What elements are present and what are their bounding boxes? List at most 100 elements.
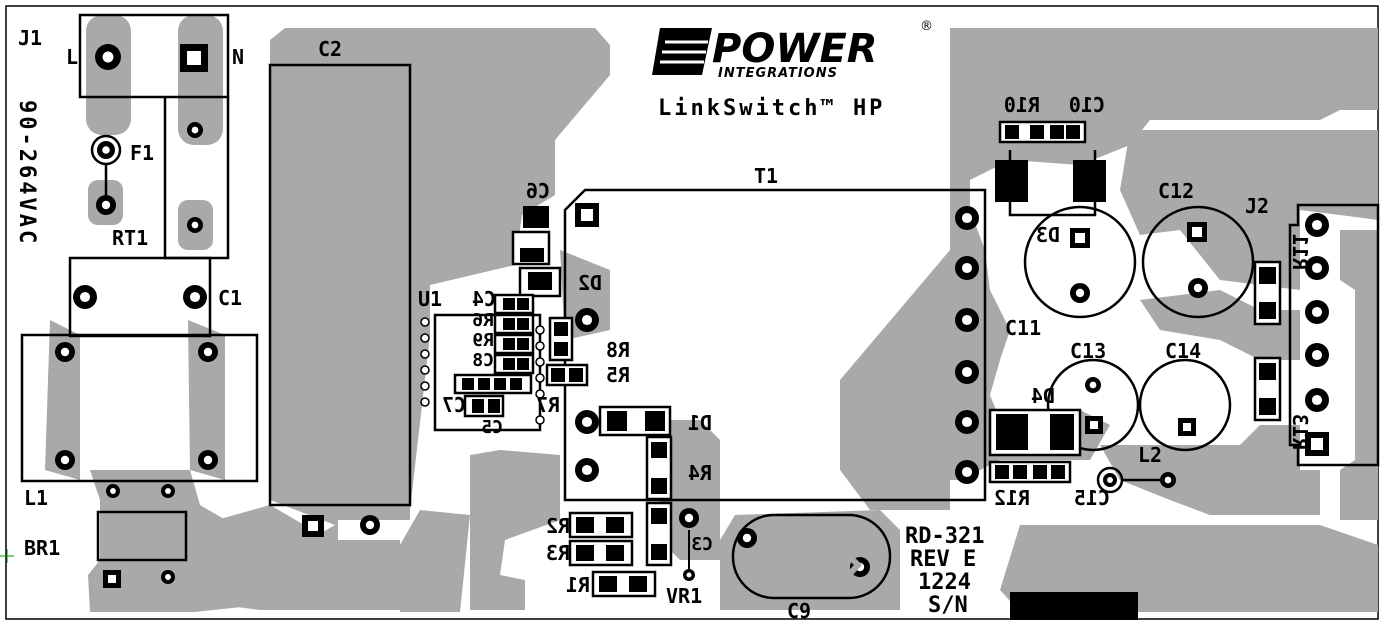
th-pad-hole [1311,349,1323,361]
th-pads [103,44,1329,588]
th-pad [420,317,430,327]
ref-c9: C9 [787,599,811,623]
th-pad-hole [686,572,692,578]
c9-outline [731,513,892,600]
ref-r4: R4 [688,461,712,485]
th-pad-hole [1089,381,1097,389]
th-pad-hole [961,366,973,378]
th-pad-hole [79,291,91,303]
ref-c4: C4 [472,287,496,311]
t1-outline [563,188,987,502]
ref-j2: J2 [1245,194,1269,218]
th-pad-hole [1107,477,1113,483]
th-pad-hole [365,520,375,530]
th-pad-hole [961,466,973,478]
ref-c15: C15 [1074,486,1110,510]
th-pad-hole [961,416,973,428]
ref-n: N [232,45,244,69]
ref-l1: L1 [24,486,48,510]
th-pad-hole [684,513,694,523]
th-pad-hole [1311,219,1323,231]
power-integrations-logo: POWER INTEGRATIONS ® [652,19,933,81]
rd-line-1: RD-321 [905,524,984,549]
c14-outline [1138,358,1232,452]
ref-c13: C13 [1070,339,1106,363]
ref-vr1: VR1 [666,584,702,608]
br1-outline [96,510,188,562]
th-pad-hole [1311,262,1323,274]
ref-r11: R11 [1288,234,1312,270]
ref-d3: D3 [1036,223,1060,247]
rd-line-4: S/N [928,593,968,618]
th-pad [535,357,545,367]
th-pad [420,349,430,359]
rd-line-3: 1224 [918,570,971,595]
ref-c6: C6 [526,179,550,203]
ref-c12: C12 [1158,179,1194,203]
th-pad-hole [581,314,593,326]
c12-outline [1141,205,1255,319]
th-pad [420,333,430,343]
ref-c2: C2 [318,37,342,61]
th-pad-hole [101,200,111,210]
l1-outline [20,333,259,483]
th-pad [420,365,430,375]
c2-outline [268,63,412,507]
ref-f1: F1 [130,141,154,165]
th-pad-hole [1164,476,1172,484]
text-labels: LinkSwitch™ HP 90-264VAC RD-321 REV E 12… [14,26,1312,623]
ref-r6: R6 [472,310,494,331]
th-pad-hole [203,347,213,357]
logo-registered: ® [920,19,933,34]
th-pad-hole [165,488,171,494]
logo-power: POWER [712,26,878,72]
th-pad [535,325,545,335]
th-pad-hole [1075,288,1085,298]
c11-outline [1023,205,1137,319]
j1-outline [78,13,230,99]
ref-r1: R1 [566,573,590,597]
th-pad-hole [60,347,70,357]
ref-j1: J1 [18,26,42,50]
th-pad-hole [60,455,70,465]
serial-number-box [1010,592,1138,620]
ref-c1: C1 [218,286,242,310]
ref-c14: C14 [1165,339,1201,363]
ref-r2: R2 [546,514,570,538]
th-pad [535,389,545,399]
ref-c8: C8 [472,350,494,371]
th-pad-hole [1311,394,1323,406]
logo-integrations: INTEGRATIONS [718,66,838,81]
th-pad-hole [581,416,593,428]
c13-outline [1046,358,1140,452]
th-pad-hole [191,221,199,229]
ref-r12: R12 [994,486,1030,510]
j2-outline [1288,203,1380,467]
th-pad-hole [189,291,201,303]
ref-r7: R7 [536,393,560,417]
th-pad [535,415,545,425]
ref-r3: R3 [546,541,570,565]
ref-c3: C3 [691,534,713,555]
u1-outline [433,313,542,432]
ref-r13: R13 [1288,414,1312,450]
ref-d1: D1 [688,411,712,435]
rd-line-2: REV E [910,547,976,572]
th-pad-hole [102,146,110,154]
th-pad-hole [191,126,199,134]
ref-d2: D2 [578,271,602,295]
th-pad-hole [1193,283,1203,293]
th-pad [535,373,545,383]
ref-r10: R10 [1004,93,1040,117]
th-pad [535,341,545,351]
ref-d4: D4 [1031,384,1055,408]
round-pads [55,44,1329,584]
th-pad [420,381,430,391]
ref-l2: L2 [1138,443,1162,467]
th-pad-hole [742,533,752,543]
ref-c11: C11 [1005,316,1041,340]
ref-l: L [66,45,78,69]
th-pad-hole [961,262,973,274]
ref-rt1: RT1 [112,226,148,250]
